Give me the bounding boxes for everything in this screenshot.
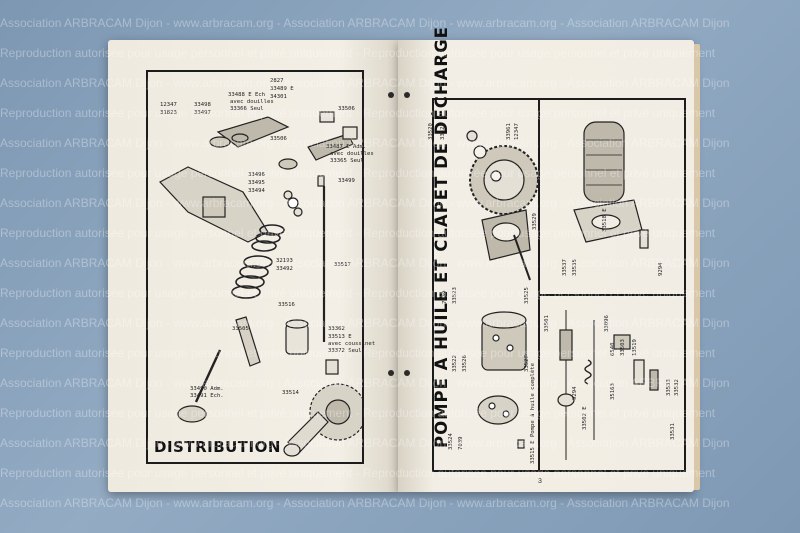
part-label: 13519 (632, 339, 638, 356)
part-label: 33522 (452, 355, 458, 372)
part-label: 33961 (506, 123, 512, 140)
page-edge (694, 44, 700, 490)
part-label: avec coussinet (328, 341, 376, 347)
part-label: 33537 (562, 259, 568, 276)
part-label: 33362 (328, 326, 345, 332)
part-label: 12347 (514, 123, 520, 140)
staple-hole (404, 92, 410, 98)
part-label: 9294 (572, 386, 578, 400)
part-label: 33518 E (602, 208, 608, 232)
part-label: 33525 (524, 287, 530, 304)
staple-hole (388, 92, 394, 98)
part-label: 33488 E Ech (228, 92, 266, 98)
part-label: 33514 (282, 390, 299, 396)
page-number: 3 (538, 478, 542, 485)
oil-pump-diagram-frame: POMPE A HUILE ET CLAPET DE DÉCHARGE (428, 26, 686, 472)
part-label: 33529 (532, 213, 538, 230)
panel-divider (538, 100, 540, 470)
part-label: 31823 (160, 110, 177, 116)
part-label: 33491 Ech. (190, 393, 224, 399)
part-label: 34301 (270, 94, 287, 100)
part-label: 33490 Adm. (190, 386, 224, 392)
part-label: 33487 E Adm. (326, 144, 367, 150)
part-label: 6540 (610, 342, 616, 356)
section-title: DISTRIBUTION (154, 438, 281, 456)
part-label: 33366 Seul (230, 106, 264, 112)
part-label: 33506 (270, 136, 287, 142)
part-label: 32193 (276, 258, 293, 264)
staple-hole (388, 370, 394, 376)
part-label: 2827 (270, 78, 284, 84)
part-label: 7039 (442, 290, 448, 304)
oil-pump-exploded-drawing (466, 121, 659, 460)
left-page: 12347 31823 33498 33497 33488 E Ech avec… (108, 40, 398, 492)
part-label: 33501 (544, 315, 550, 332)
part-label: 33506 (338, 106, 355, 112)
part-label: 35163 (610, 383, 616, 400)
part-label: 33517 (334, 262, 351, 268)
part-label: 33489 E (270, 86, 294, 92)
part-label: 33499 (338, 178, 355, 184)
part-label: 33494 (248, 188, 265, 194)
part-label: 33502 E (582, 406, 588, 430)
part-label: avec douilles (330, 151, 374, 157)
part-label: 33524 (448, 433, 454, 450)
panel-divider (538, 294, 684, 296)
part-label: 33520 (428, 123, 434, 140)
part-label: 33513 E (328, 334, 352, 340)
part-label: 33516 (278, 302, 295, 308)
part-label: 33526 (462, 355, 468, 372)
part-label: 33531 (670, 423, 676, 440)
right-page: POMPE A HUILE ET CLAPET DE DÉCHARGE (398, 26, 700, 492)
part-label: 33496 (248, 172, 265, 178)
part-label: 33532 (674, 379, 680, 396)
part-label: 33497 (194, 110, 211, 116)
part-label: 33372 Seul (328, 348, 362, 354)
staple-hole (404, 370, 410, 376)
part-label: 33523 (452, 287, 458, 304)
part-label: 7039 (458, 436, 464, 450)
part-label: 33505 (232, 326, 249, 332)
part-label: 33096 (604, 315, 610, 332)
part-label: 33503 (620, 339, 626, 356)
distribution-diagram-frame: 12347 31823 33498 33497 33488 E Ech avec… (146, 70, 375, 464)
part-label: 33533 (666, 379, 672, 396)
part-label: 33535 (572, 259, 578, 276)
part-label: 33495 (248, 180, 265, 186)
part-label: 33515 E Pompe à huile complète (530, 362, 536, 464)
distribution-exploded-drawing (159, 111, 362, 457)
panel-divider (538, 294, 540, 470)
part-label: 33521 (440, 123, 446, 140)
part-label: 33492 (276, 266, 293, 272)
part-label: 33365 Seul (330, 158, 364, 164)
part-label: 12347 (160, 102, 177, 108)
part-label: 9294 (658, 262, 664, 276)
part-label: avec douilles (230, 99, 274, 105)
part-label: 33498 (194, 102, 211, 108)
